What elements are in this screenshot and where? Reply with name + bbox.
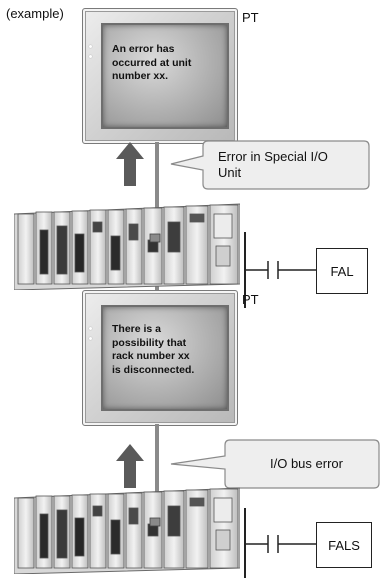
up-arrow-icon	[116, 142, 144, 186]
indicator-led-icon	[89, 337, 92, 340]
instruction-box: FALS	[316, 522, 372, 568]
indicator-led-icon	[89, 45, 92, 48]
plc-rack	[14, 203, 240, 290]
plc-rack	[14, 487, 240, 574]
pt-screen-message: An error has occurred at unit number xx.	[112, 43, 192, 82]
programmable-terminal: There is a possibility that rack number …	[82, 290, 238, 426]
normally-open-contact-icon	[244, 261, 316, 279]
programmable-terminal: An error has occurred at unit number xx.	[82, 8, 238, 144]
example-label: (example)	[6, 6, 64, 21]
pt-label: PT	[242, 10, 259, 25]
indicator-led-icon	[89, 55, 92, 58]
ladder-power-rail	[244, 508, 246, 578]
callout-bubble	[170, 140, 370, 190]
indicator-led-icon	[89, 327, 92, 330]
callout-text: Error in Special I/O Unit	[218, 149, 328, 180]
pt-screen: There is a possibility that rack number …	[101, 305, 229, 411]
pt-label: PT	[242, 292, 259, 307]
callout-text: I/O bus error	[270, 456, 343, 471]
pt-screen: An error has occurred at unit number xx.	[101, 23, 229, 129]
up-arrow-icon	[116, 444, 144, 488]
normally-open-contact-icon	[244, 535, 316, 553]
instruction-box: FAL	[316, 248, 368, 294]
pt-screen-message: There is a possibility that rack number …	[112, 323, 195, 376]
